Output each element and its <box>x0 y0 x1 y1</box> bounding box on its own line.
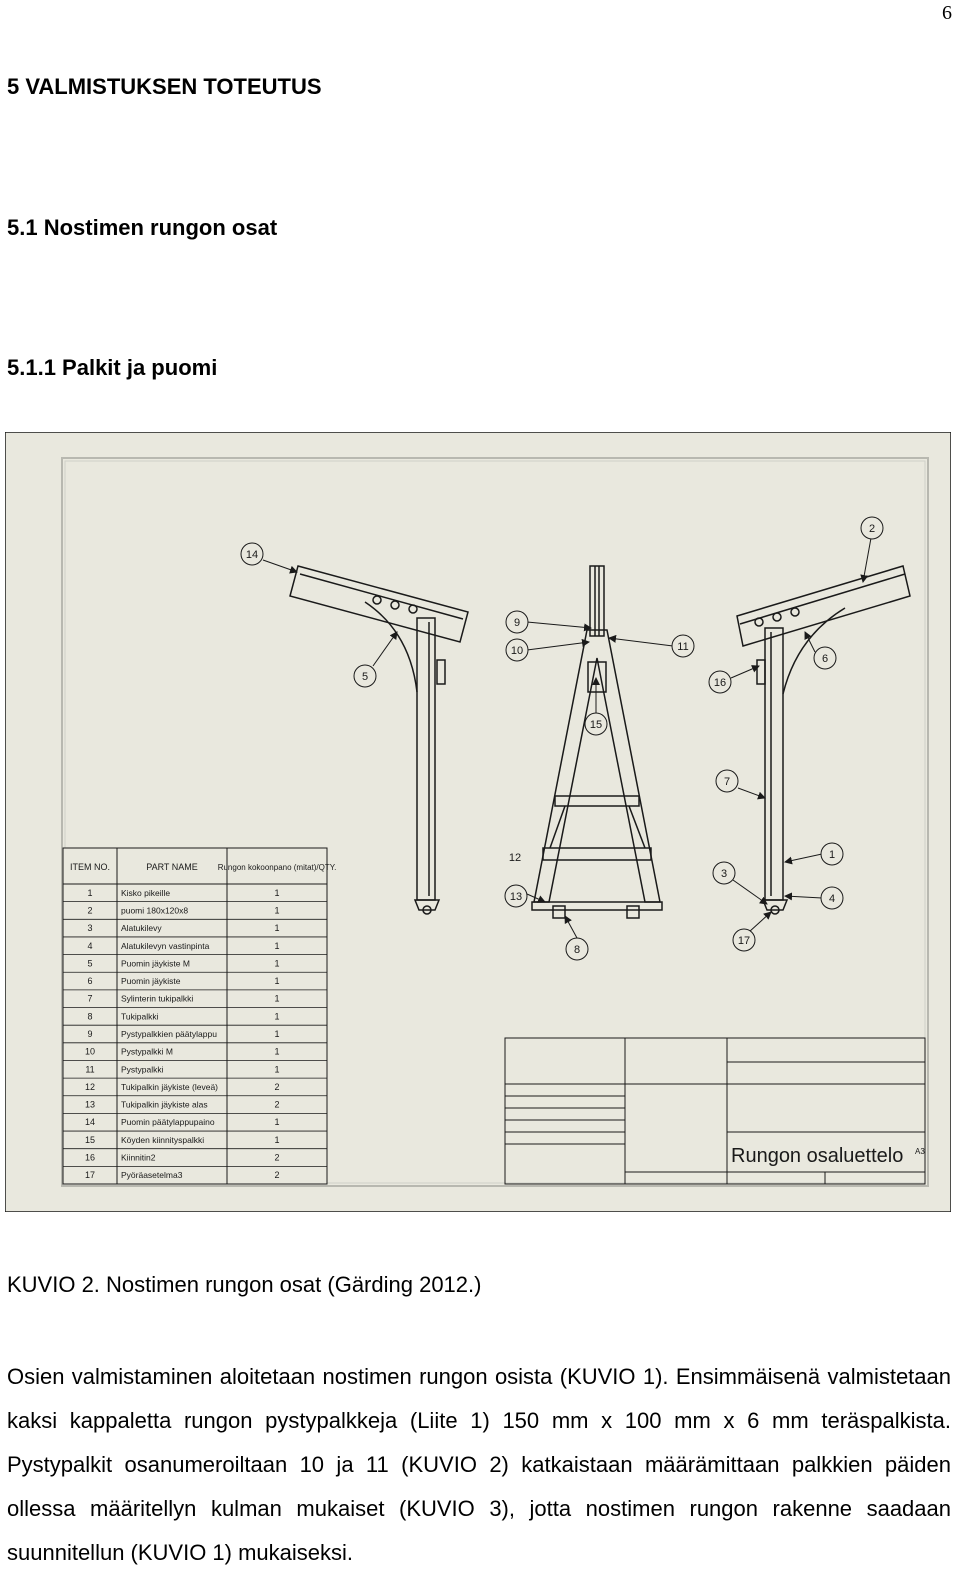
bom-cell-qty: 1 <box>274 1047 279 1057</box>
bom-cell-qty: 1 <box>274 923 279 933</box>
bom-cell-name: Pystypalkkien päätylappu <box>121 1029 217 1039</box>
bom-cell-qty: 1 <box>274 905 279 915</box>
bom-cell-qty: 2 <box>274 1100 279 1110</box>
bom-cell-no: 12 <box>85 1082 95 1092</box>
bom-cell-name: Köyden kiinnityspalkki <box>121 1135 204 1145</box>
bom-cell-no: 6 <box>87 976 92 986</box>
bom-cell-qty: 1 <box>274 1029 279 1039</box>
callout-label: 9 <box>514 617 520 629</box>
part-callouts: 14 5 9 10 11 15 2 6 16 7 1 3 4 17 12 13 … <box>240 516 884 961</box>
bom-cell-name: Tukipalkin jäykiste (leveä) <box>121 1082 218 1092</box>
page-number: 6 <box>942 2 952 24</box>
bom-cell-name: Alatukilevyn vastinpinta <box>121 941 210 951</box>
bom-header-item: ITEM NO. <box>70 862 110 872</box>
bom-cell-name: Sylinterin tukipalkki <box>121 994 193 1004</box>
bom-cell-name: Puomin jäykiste M <box>121 958 190 968</box>
callout-label: 12 <box>509 852 521 864</box>
bom-cell-name: Pyöräasetelma3 <box>121 1170 183 1180</box>
callout-label: 13 <box>510 891 522 903</box>
bom-cell-name: Puomin jäykiste <box>121 976 181 986</box>
bom-cell-qty: 2 <box>274 1082 279 1092</box>
body-paragraph: Osien valmistaminen aloitetaan nostimen … <box>7 1364 951 1565</box>
section-heading: 5.1 Nostimen rungon osat <box>7 215 278 240</box>
callout-label: 7 <box>724 776 730 788</box>
bom-cell-no: 15 <box>85 1135 95 1145</box>
figure-caption: KUVIO 2. Nostimen rungon osat (Gärding 2… <box>7 1272 482 1297</box>
bom-cell-qty: 2 <box>274 1153 279 1163</box>
bom-cell-qty: 1 <box>274 994 279 1004</box>
chapter-heading: 5 VALMISTUKSEN TOTEUTUS <box>7 74 322 99</box>
bom-cell-qty: 1 <box>274 1011 279 1021</box>
callout-label: 17 <box>738 935 750 947</box>
callout-label: 16 <box>714 677 726 689</box>
callout-label: 8 <box>574 944 580 956</box>
callout-label: 1 <box>829 849 835 861</box>
bom-cell-no: 17 <box>85 1170 95 1180</box>
callout-label: 4 <box>829 893 835 905</box>
bom-cell-no: 5 <box>87 958 92 968</box>
bom-cell-no: 10 <box>85 1047 95 1057</box>
bom-cell-no: 1 <box>87 888 92 898</box>
callout-label: 6 <box>822 653 828 665</box>
bom-cell-no: 7 <box>87 994 92 1004</box>
callout-label: 14 <box>246 549 258 561</box>
bom-cell-no: 14 <box>85 1117 95 1127</box>
bom-cell-no: 11 <box>85 1064 94 1074</box>
sheet-size: A3 <box>915 1147 925 1156</box>
callout-label: 5 <box>362 671 368 683</box>
bom-cell-name: Puomin päätylappupaino <box>121 1117 215 1127</box>
bom-cell-qty: 1 <box>274 1064 279 1074</box>
bill-of-materials: ITEM NO. PART NAME Rungon kokoonpano (mi… <box>62 847 337 1185</box>
bom-cell-no: 9 <box>87 1029 92 1039</box>
bom-cell-qty: 1 <box>274 958 279 968</box>
bom-cell-qty: 2 <box>274 1170 279 1180</box>
bom-cell-qty: 1 <box>274 941 279 951</box>
bom-cell-name: Kisko pikeille <box>121 888 170 898</box>
bom-cell-name: Kiinnitin2 <box>121 1153 156 1163</box>
drawing-title: Rungon osaluettelo <box>731 1145 903 1167</box>
bom-header-qty: Rungon kokoonpano (mitat)/QTY. <box>218 863 337 872</box>
callout-label: 2 <box>869 523 875 535</box>
frame-side-view-right <box>736 565 911 915</box>
bom-cell-name: Tukipalkki <box>121 1011 159 1021</box>
subsection-heading: 5.1.1 Palkit ja puomi <box>7 355 218 380</box>
bom-cell-name: Pystypalkki M <box>121 1047 173 1057</box>
bom-cell-name: puomi 180x120x8 <box>121 905 188 915</box>
bom-cell-no: 13 <box>85 1100 95 1110</box>
callout-label: 15 <box>590 719 602 731</box>
frame-side-view-left <box>289 565 469 915</box>
title-block: Rungon osaluettelo A3 <box>504 1037 926 1185</box>
bom-cell-no: 3 <box>87 923 92 933</box>
bom-cell-name: Tukipalkin jäykiste alas <box>121 1100 208 1110</box>
bom-cell-qty: 1 <box>274 1117 279 1127</box>
bom-cell-no: 4 <box>87 941 92 951</box>
technical-drawing-figure: 14 5 9 10 11 15 2 6 16 7 1 3 4 17 12 13 … <box>4 431 952 1213</box>
bom-cell-name: Pystypalkki <box>121 1064 164 1074</box>
bom-cell-no: 2 <box>87 905 92 915</box>
bom-header-part: PART NAME <box>146 862 198 872</box>
callout-label: 10 <box>511 645 523 657</box>
callout-label: 11 <box>677 641 688 653</box>
frame-front-view <box>531 565 663 919</box>
bom-cell-no: 16 <box>85 1153 95 1163</box>
bom-cell-name: Alatukilevy <box>121 923 162 933</box>
bom-cell-qty: 1 <box>274 888 279 898</box>
bom-cell-qty: 1 <box>274 1135 279 1145</box>
callout-label: 3 <box>721 868 727 880</box>
bom-cell-qty: 1 <box>274 976 279 986</box>
bom-cell-no: 8 <box>87 1011 92 1021</box>
